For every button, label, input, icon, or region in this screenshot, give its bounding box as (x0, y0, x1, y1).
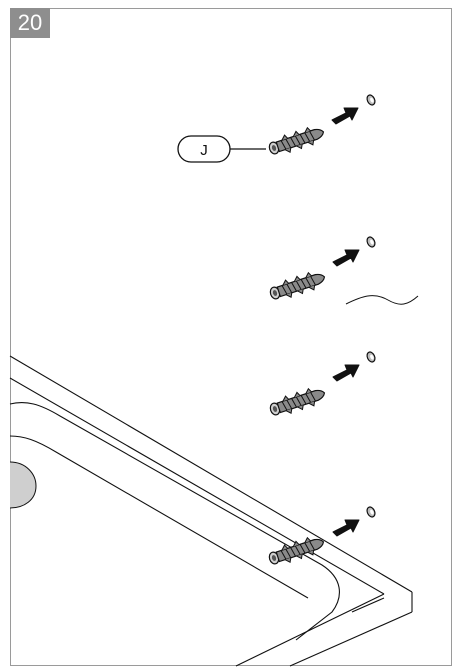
drill-hole-icon (364, 350, 378, 364)
insert-arrow-icon (332, 364, 360, 382)
wall-plug-icon (268, 267, 328, 301)
wall-plug-icon (268, 383, 328, 417)
anchor-set-4 (267, 505, 378, 566)
page-frame (10, 8, 452, 666)
drill-hole-icon (364, 505, 378, 519)
drill-hole-icon (364, 93, 378, 107)
wall-plug-icon (267, 532, 327, 566)
anchor-set-3 (268, 350, 378, 417)
step-number-badge: 20 (10, 8, 50, 38)
insert-arrow-icon (332, 519, 360, 537)
insert-arrow-icon (331, 107, 359, 125)
wall-plug-icon (267, 122, 327, 156)
insert-arrow-icon (332, 249, 360, 267)
wall-break-line (345, 295, 419, 305)
drill-hole-icon (364, 235, 378, 249)
part-callout: J (177, 135, 266, 163)
anchor-set-1 (267, 93, 378, 156)
shower-tray (9, 355, 413, 667)
anchor-set-2 (268, 235, 378, 301)
callout-label: J (200, 142, 208, 159)
